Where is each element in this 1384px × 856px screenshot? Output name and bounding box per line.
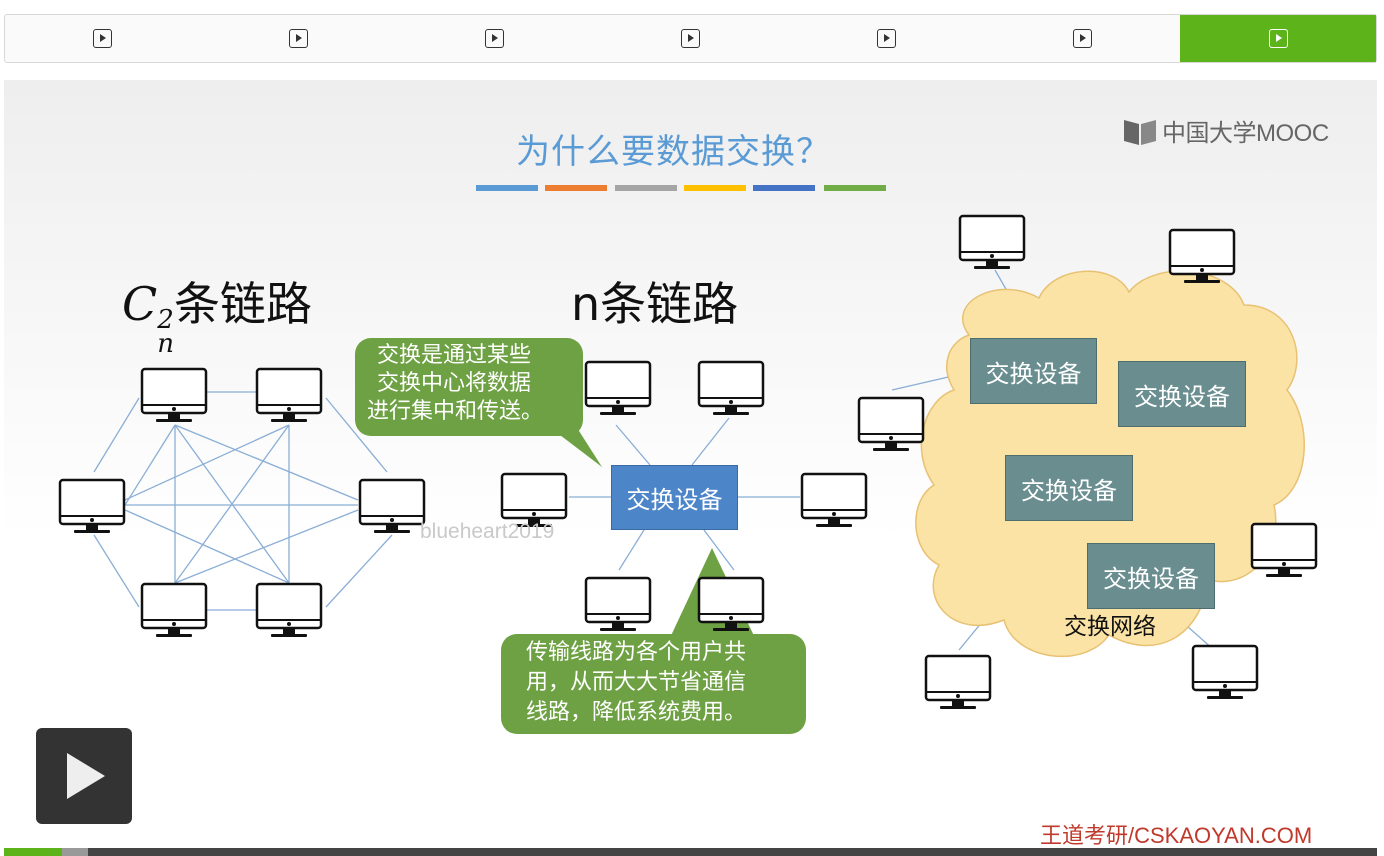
video-tab-1[interactable] <box>5 15 201 62</box>
slide-title: 为什么要数据交换？ <box>516 132 831 172</box>
book-logo-icon <box>1124 119 1156 145</box>
mesh-heading-base: C <box>122 277 158 331</box>
callout-switching: 交换是通过某些 交换中心将数据 进行集中和传送。 <box>355 338 583 436</box>
play-square-icon <box>1268 29 1288 48</box>
mesh-heading-sup: 2 <box>157 305 174 335</box>
video-tab-bar <box>4 14 1377 63</box>
computer-icon <box>58 478 126 533</box>
computer-icon <box>857 396 925 451</box>
callout-shared-lines: 传输线路为各个用户共 用，从而大大节省通信 线路，降低系统费用。 <box>501 634 806 734</box>
callout-switching-line-2: 交换中心将数据 <box>377 371 532 396</box>
computer-icon <box>1191 644 1259 699</box>
title-underline-segment <box>476 185 538 191</box>
video-tab-4[interactable] <box>593 15 789 62</box>
computer-icon <box>140 582 208 637</box>
computer-icon <box>958 214 1026 269</box>
computer-icon <box>584 360 652 415</box>
computer-icon <box>255 367 323 422</box>
logo-text: 中国大学MOOC <box>1162 120 1329 147</box>
switch-node-2: 交换设备 <box>1118 361 1246 427</box>
title-underline-segment <box>684 185 746 191</box>
network-label: 交换网络 <box>1064 614 1156 640</box>
computer-icon <box>800 472 868 527</box>
callout-shared-line-3: 线路，降低系统费用。 <box>526 700 747 725</box>
play-square-icon <box>289 29 309 48</box>
mesh-heading-suffix: 条链路 <box>173 277 312 331</box>
play-square-icon <box>93 29 113 48</box>
callout-switching-line-3: 进行集中和传送。 <box>367 399 544 424</box>
computer-icon <box>255 582 323 637</box>
central-switch: 交换设备 <box>611 465 738 530</box>
play-square-icon <box>1072 29 1092 48</box>
title-underline-segment <box>615 185 677 191</box>
computer-icon <box>500 472 568 527</box>
play-square-icon <box>485 29 505 48</box>
computer-icon <box>358 478 426 533</box>
play-square-icon <box>681 29 700 48</box>
progress-buffered <box>62 848 88 856</box>
switch-node-3: 交换设备 <box>1005 455 1133 521</box>
video-tab-5[interactable] <box>788 15 984 62</box>
switch-node-1: 交换设备 <box>970 338 1097 404</box>
callout-switching-line-1: 交换是通过某些 <box>377 343 532 368</box>
watermark: blueheart2019 <box>420 520 555 543</box>
video-tab-6[interactable] <box>984 15 1180 62</box>
callout-shared-line-1: 传输线路为各个用户共 <box>526 640 747 665</box>
play-square-icon <box>876 29 896 48</box>
title-underline-segment <box>824 185 886 191</box>
computer-icon <box>1168 228 1236 283</box>
play-icon[interactable] <box>36 728 132 824</box>
callout-shared-line-2: 用，从而大大节省通信 <box>526 670 747 695</box>
video-tab-3[interactable] <box>397 15 593 62</box>
computer-icon <box>924 654 992 709</box>
footer-brand: 王道考研/CSKAOYAN.COM <box>1040 823 1313 848</box>
video-progress-bar[interactable] <box>4 848 1377 856</box>
progress-played <box>4 848 62 856</box>
video-tab-7-active[interactable] <box>1180 15 1377 62</box>
title-underline-segment <box>545 185 607 191</box>
mesh-heading-sub: n <box>157 329 174 359</box>
computer-icon <box>584 576 652 631</box>
star-heading: n条链路 <box>571 277 739 331</box>
computer-icon <box>697 576 765 631</box>
computer-icon <box>697 360 765 415</box>
video-tab-2[interactable] <box>201 15 397 62</box>
computer-icon <box>1250 522 1318 577</box>
title-underline-segment <box>753 185 815 191</box>
mooc-logo: 中国大学MOOC <box>1122 113 1329 148</box>
computer-icon <box>140 367 208 422</box>
switch-node-4: 交换设备 <box>1087 543 1215 609</box>
